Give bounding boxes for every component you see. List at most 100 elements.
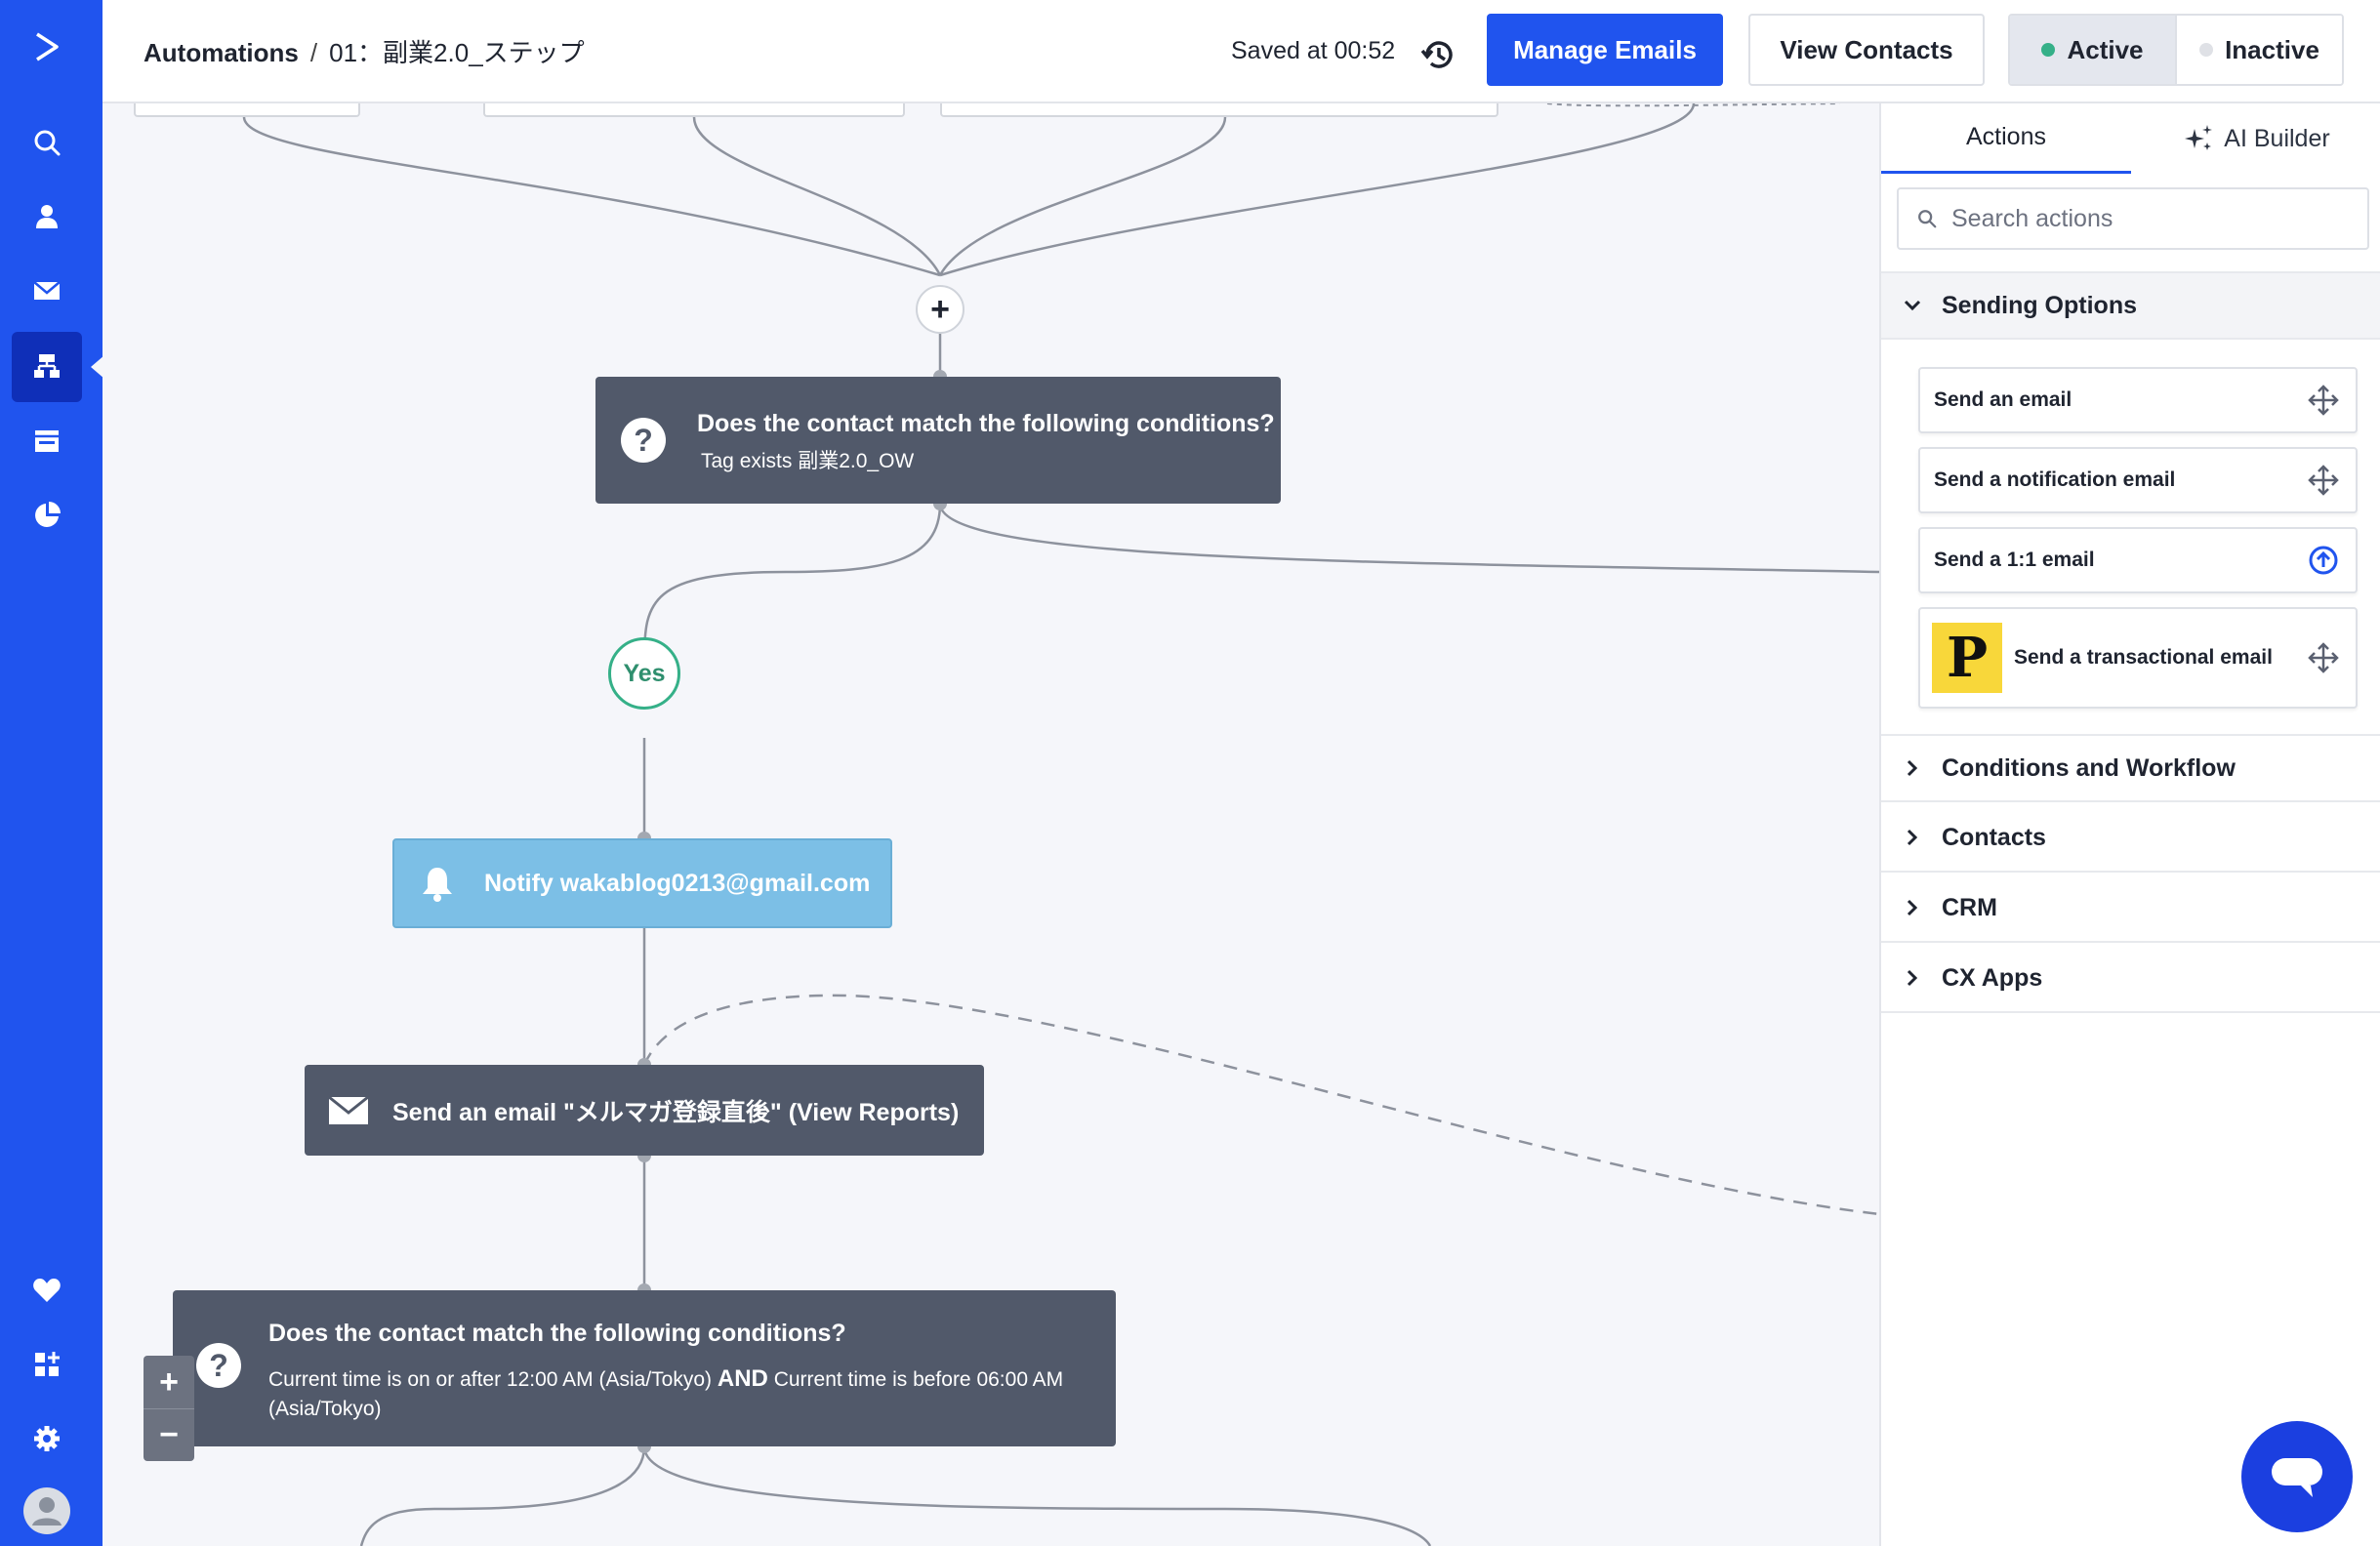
notify-node[interactable]: Notify wakablog0213@gmail.com: [392, 838, 892, 928]
drag-handle-icon[interactable]: [2307, 464, 2340, 497]
history-icon[interactable]: [1418, 35, 1457, 74]
chevron-right-icon: [1907, 759, 1918, 777]
section-sending-options[interactable]: Sending Options: [1881, 271, 2380, 340]
nav-automations[interactable]: [12, 332, 82, 402]
question-icon: ?: [196, 1343, 241, 1388]
zoom-controls: + −: [144, 1356, 194, 1461]
flow-connectors: [242, 103, 1879, 1546]
send-email-node[interactable]: Send an email "メルマガ登録直後" (View Reports): [305, 1065, 984, 1156]
nav-contacts[interactable]: [12, 182, 82, 252]
breadcrumb-separator: /: [309, 38, 318, 67]
chevron-right-icon: [1907, 969, 1918, 987]
heart-icon: [33, 1279, 61, 1302]
breadcrumb: Automations / 01：副業2.0_ステップ: [144, 33, 585, 69]
nav-email[interactable]: [12, 256, 82, 326]
saved-status: Saved at 00:52: [1231, 37, 1396, 64]
condition-joiner: AND: [717, 1365, 768, 1392]
drag-handle-icon[interactable]: [2307, 384, 2340, 417]
condition-node-time[interactable]: ? Does the contact match the following c…: [173, 1290, 1116, 1446]
action-label: Send a notification email: [1934, 468, 2176, 491]
nav-settings[interactable]: [12, 1404, 82, 1474]
condition-clause: Current time is on or after 12:00 AM (As…: [268, 1368, 713, 1391]
section-conditions-workflow[interactable]: Conditions and Workflow: [1881, 734, 2380, 802]
status-active-label: Active: [2067, 34, 2144, 64]
search-icon: [1918, 210, 1937, 228]
nav-reports[interactable]: [12, 480, 82, 550]
question-icon: ?: [621, 418, 666, 463]
avatar-icon: [23, 1487, 70, 1534]
status-active-option[interactable]: Active: [2010, 16, 2175, 84]
condition-node-tag[interactable]: ? Does the contact match the following c…: [595, 377, 1281, 504]
actions-panel: Actions AI Builder Sending Options Send …: [1879, 103, 2380, 1546]
chevron-logo-icon: [36, 32, 59, 61]
left-nav-rail: [0, 0, 103, 1546]
email-icon: [33, 281, 61, 300]
apps-icon: [35, 1352, 60, 1376]
chat-launcher-button[interactable]: [2241, 1421, 2353, 1532]
action-send-notification-email[interactable]: Send a notification email: [1918, 447, 2358, 513]
chevron-right-icon: [1907, 829, 1918, 846]
reports-icon: [35, 502, 61, 527]
section-cx-apps[interactable]: CX Apps: [1881, 945, 2380, 1013]
search-icon: [34, 130, 61, 156]
chevron-right-icon: [1907, 899, 1918, 916]
active-dot-icon: [2041, 43, 2056, 57]
section-label: Sending Options: [1942, 291, 2137, 319]
email-icon: [328, 1095, 369, 1124]
action-label: Send a transactional email: [2014, 646, 2273, 669]
active-nav-indicator: [91, 355, 104, 379]
action-search[interactable]: [1897, 187, 2369, 250]
top-header: Automations / 01：副業2.0_ステップ Saved at 00:52…: [103, 0, 2380, 103]
notify-text: Notify wakablog0213@gmail.com: [484, 869, 871, 897]
contacts-icon: [36, 205, 58, 228]
nav-account[interactable]: [12, 1476, 82, 1546]
section-label: CRM: [1942, 893, 1997, 921]
section-label: Contacts: [1942, 823, 2046, 851]
action-send-transactional-email[interactable]: P Send a transactional email: [1918, 607, 2358, 709]
drag-handle-icon[interactable]: [2307, 641, 2340, 674]
add-action-button[interactable]: +: [916, 285, 964, 334]
zoom-out-button[interactable]: −: [144, 1408, 194, 1461]
section-label: CX Apps: [1942, 963, 2043, 992]
tab-actions[interactable]: Actions: [1881, 103, 2131, 174]
condition-detail: Current time is on or after 12:00 AM (As…: [268, 1364, 1088, 1424]
nav-search[interactable]: [12, 107, 82, 178]
automation-canvas[interactable]: + ? Does the contact match the following…: [103, 103, 1879, 1546]
nav-campaigns[interactable]: [12, 406, 82, 476]
automation-name[interactable]: 01：副業2.0_ステップ: [329, 38, 585, 67]
automations-icon: [34, 354, 60, 378]
zoom-in-button[interactable]: +: [159, 1363, 179, 1401]
nav-apps[interactable]: [12, 1329, 82, 1400]
bell-icon: [423, 868, 452, 902]
nav-favorites[interactable]: [12, 1255, 82, 1325]
tab-actions-label: Actions: [1966, 123, 2046, 150]
upgrade-arrow-icon[interactable]: [2307, 544, 2340, 577]
status-toggle: Active Inactive: [2008, 14, 2344, 86]
status-inactive-option[interactable]: Inactive: [2175, 16, 2342, 84]
tab-ai-builder[interactable]: AI Builder: [2131, 103, 2380, 174]
action-send-one-to-one-email[interactable]: Send a 1:1 email: [1918, 527, 2358, 593]
settings-icon: [34, 1426, 60, 1451]
panel-tabs: Actions AI Builder: [1881, 103, 2380, 174]
search-actions-input[interactable]: [1951, 204, 2342, 233]
upstream-node-stub[interactable]: [940, 103, 1498, 117]
condition-clause: Current time is before 06:00 AM (Asia/To…: [268, 1368, 1064, 1420]
breadcrumb-automations-link[interactable]: Automations: [144, 38, 299, 67]
view-contacts-button[interactable]: View Contacts: [1748, 14, 1985, 86]
section-contacts[interactable]: Contacts: [1881, 804, 2380, 873]
send-email-text: Send an email "メルマガ登録直後" (View Reports): [392, 1098, 960, 1126]
section-crm[interactable]: CRM: [1881, 875, 2380, 943]
brand-logo[interactable]: [12, 12, 82, 82]
campaigns-icon: [35, 430, 59, 452]
tab-ai-builder-label: AI Builder: [2224, 124, 2330, 152]
action-label: Send an email: [1934, 388, 2072, 411]
upstream-node-stub[interactable]: [483, 103, 905, 117]
upstream-node-stub[interactable]: [134, 103, 360, 117]
action-send-email[interactable]: Send an email: [1918, 367, 2358, 433]
inactive-dot-icon: [2199, 43, 2214, 57]
yes-branch-label: Yes: [608, 637, 680, 710]
manage-emails-button[interactable]: Manage Emails: [1487, 14, 1723, 86]
status-inactive-label: Inactive: [2225, 34, 2319, 64]
chevron-down-icon: [1904, 300, 1921, 311]
condition-detail: Tag exists 副業2.0_OW: [701, 450, 915, 472]
